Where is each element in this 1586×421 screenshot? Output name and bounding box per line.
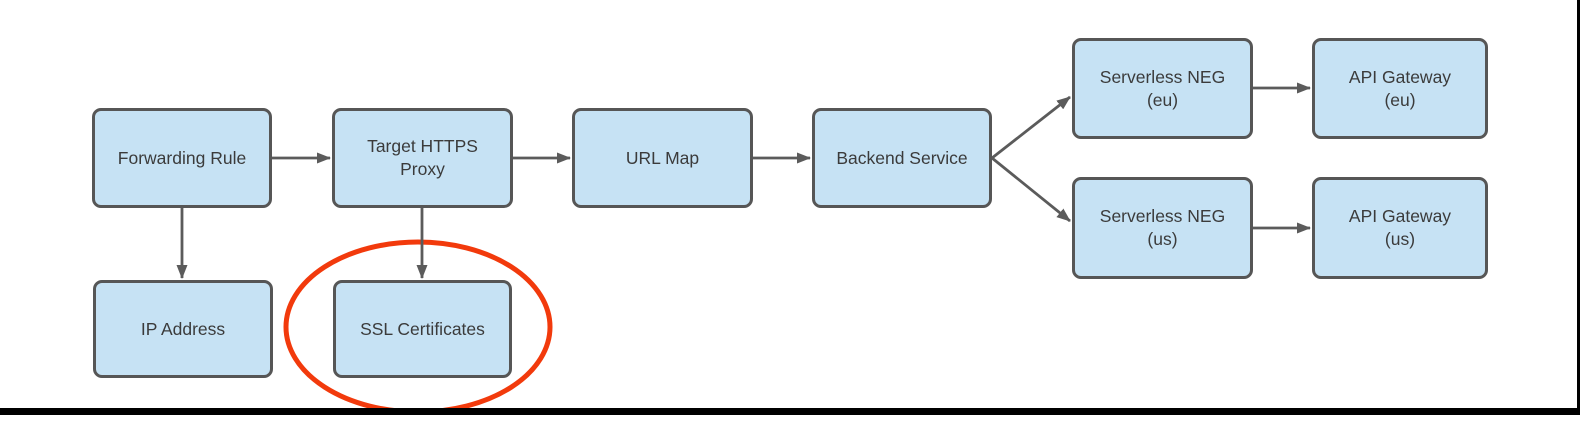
node-label-line: URL Map — [625, 147, 700, 168]
node-label-line: Backend Service — [836, 147, 968, 168]
node-serverless-neg-us: Serverless NEG (us) — [1072, 177, 1253, 279]
node-label-line: IP Address — [140, 318, 226, 339]
node-backend-service: Backend Service — [812, 108, 992, 208]
node-label-line: Serverless NEG — [1099, 206, 1226, 226]
edge-backend-service-to-serverless-neg-eu — [991, 95, 1071, 160]
node-url-map: URL Map — [572, 108, 753, 208]
node-label-line: (eu) — [1384, 89, 1416, 110]
window-edge-bottom — [0, 408, 1580, 415]
window-edge-right — [1577, 0, 1580, 415]
node-label-line: (us) — [1384, 229, 1416, 249]
node-label-line: Target HTTPS — [367, 136, 478, 156]
node-label-line: (us) — [1147, 229, 1178, 249]
node-serverless-neg-eu: Serverless NEG(eu) — [1072, 38, 1253, 139]
node-label-line: API Gateway — [1348, 66, 1452, 87]
node-label-line: API Gateway — [1348, 206, 1452, 226]
edges-group — [176, 82, 1311, 279]
node-label-line: (eu) — [1146, 89, 1179, 110]
node-forwarding-rule: Forwarding Rule — [92, 108, 272, 208]
node-label-line: Serverless NEG — [1099, 66, 1226, 87]
node-api-gateway-eu: API Gateway(eu) — [1312, 38, 1488, 139]
node-label-line: Forwarding Rule — [117, 147, 247, 168]
node-label-line: Proxy — [400, 159, 445, 179]
node-label-line: SSL Certificates — [360, 318, 485, 339]
node-target-https-proxy: Target HTTPS Proxy — [332, 108, 513, 208]
node-ip-address: IP Address — [93, 280, 273, 378]
node-ssl-certificates: SSL Certificates — [333, 280, 512, 378]
edge-backend-service-to-serverless-neg-us — [991, 156, 1071, 223]
node-api-gateway-us: API Gateway (us) — [1312, 177, 1488, 279]
